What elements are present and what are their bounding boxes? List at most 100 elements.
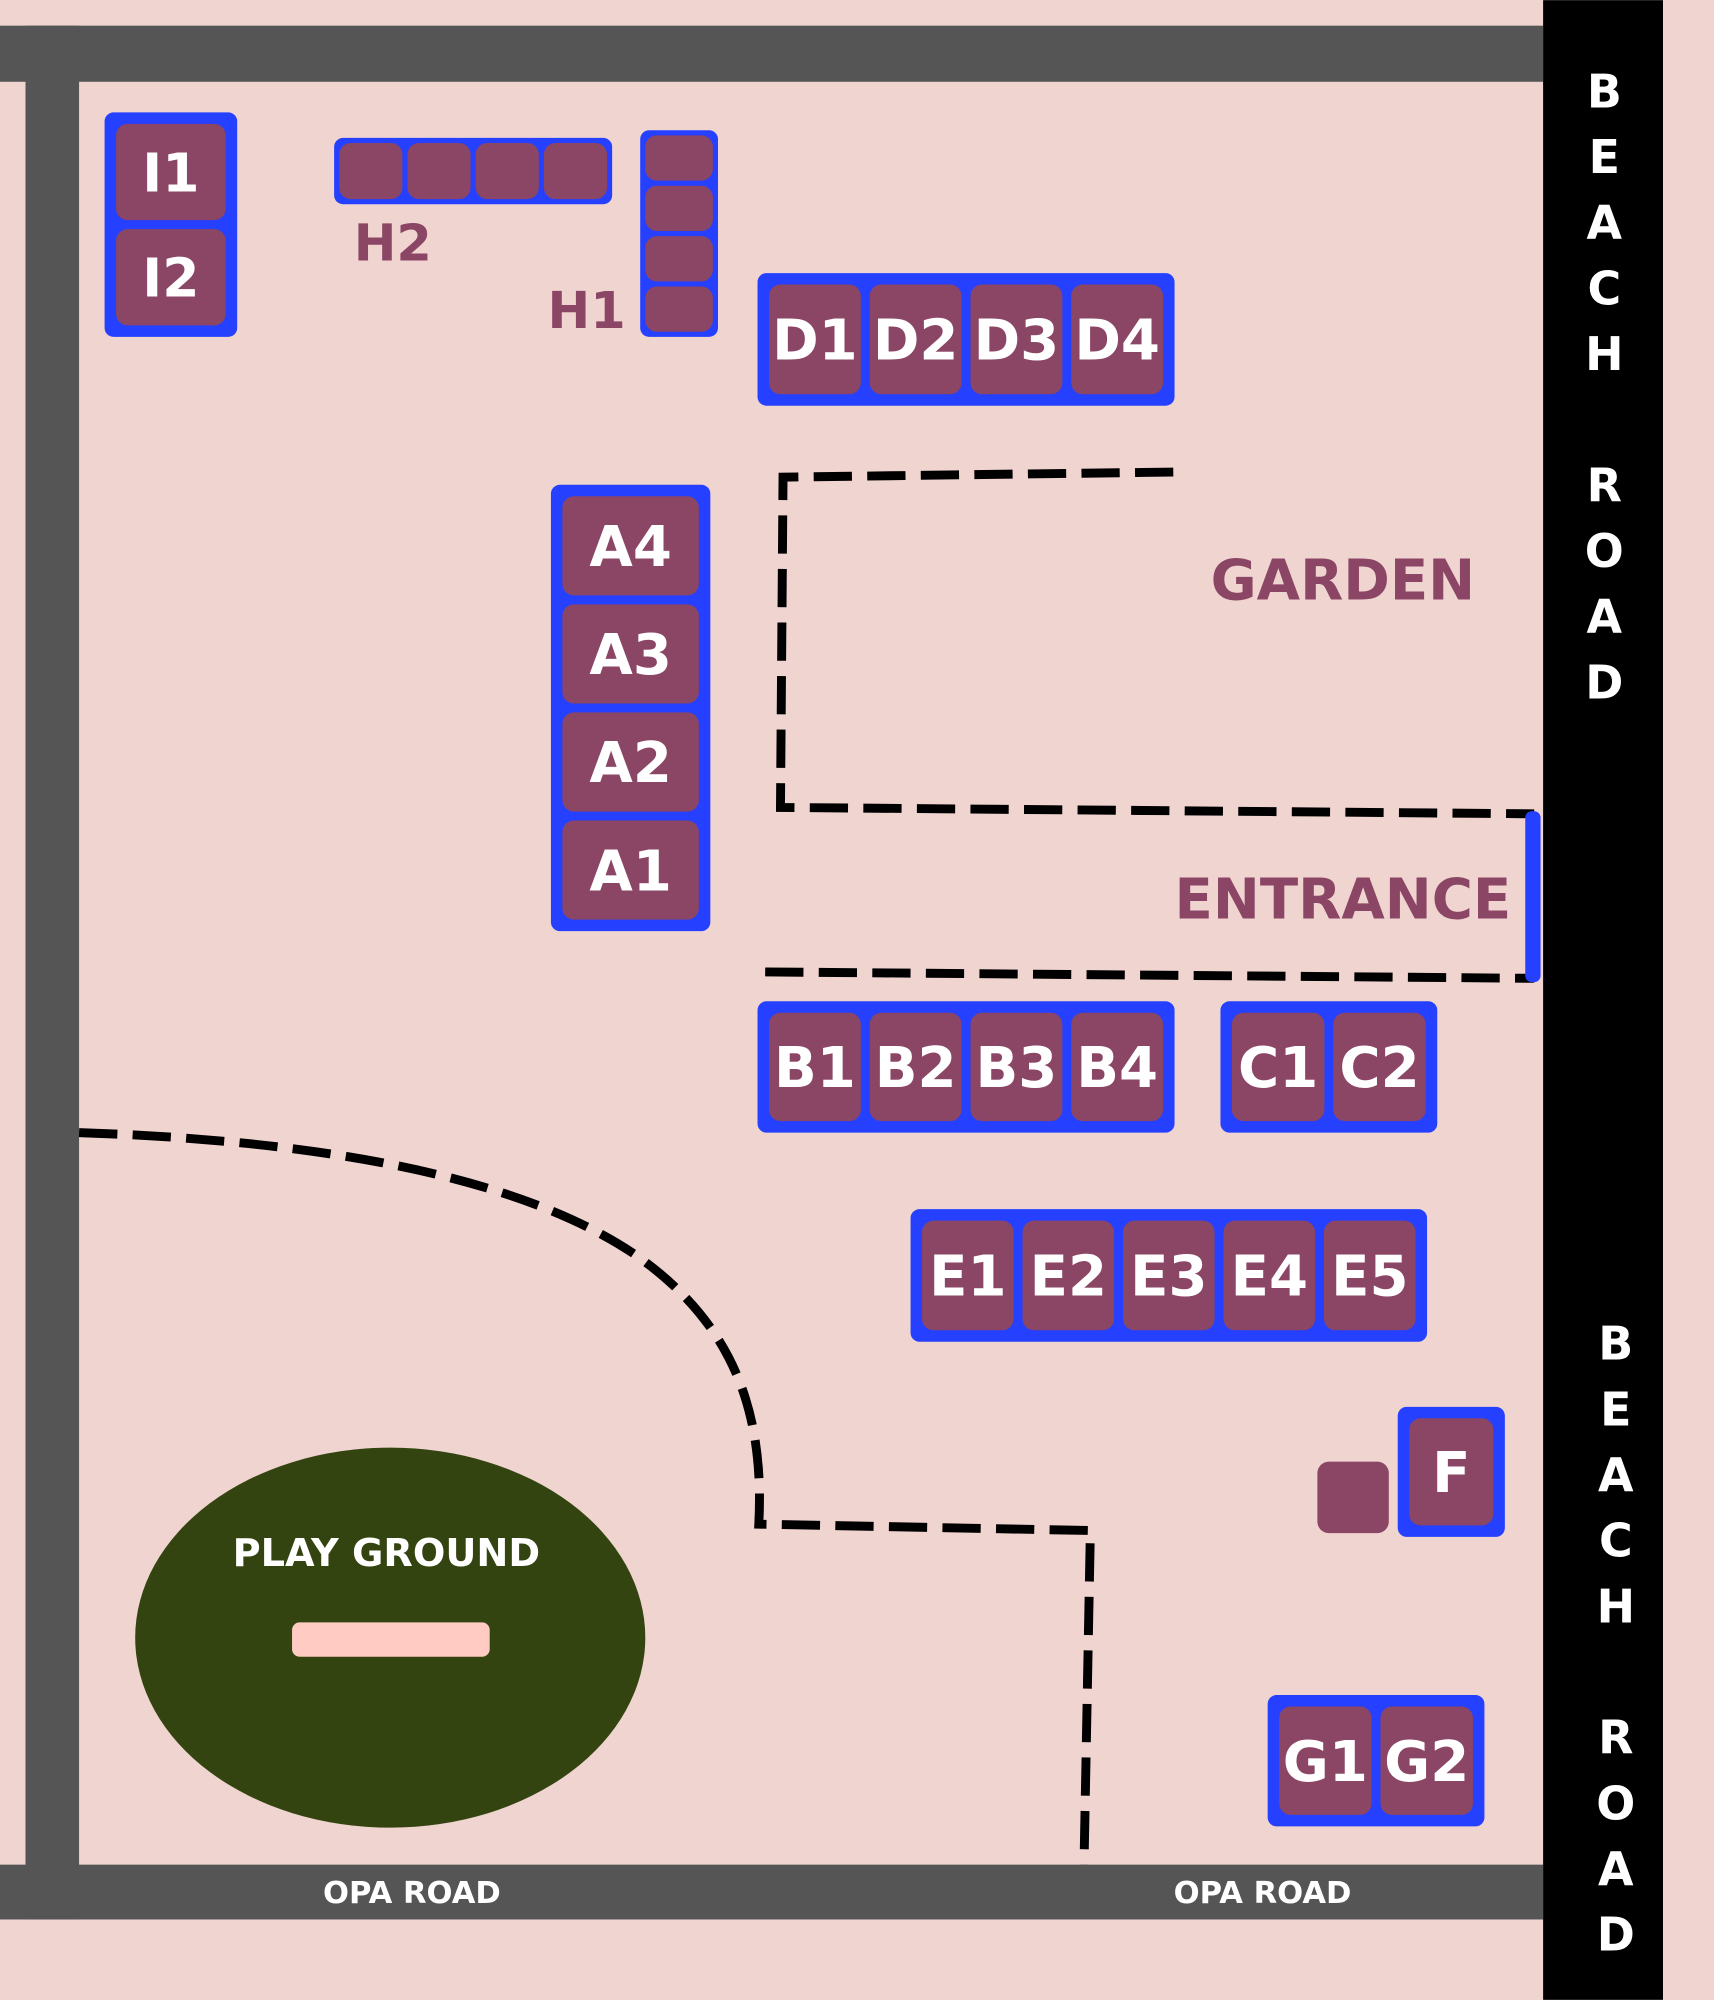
beach-road-letter: B (1587, 64, 1622, 118)
beach-road-letter: E (1589, 130, 1620, 184)
stall-label: B3 (976, 1036, 1058, 1101)
stall-f[interactable] (1409, 1418, 1494, 1526)
stall-label: A1 (589, 839, 671, 904)
stall-label: E3 (1130, 1245, 1207, 1310)
stall[interactable] (645, 135, 713, 181)
beach-road-letter: R (1598, 1711, 1633, 1765)
entrance-label: ENTRANCE (1175, 867, 1512, 932)
stall-e4[interactable] (1223, 1220, 1316, 1331)
stall-label: E1 (929, 1245, 1006, 1310)
stall-label: D1 (772, 309, 858, 374)
beach-road-letter: O (1596, 1776, 1635, 1830)
stall-i1[interactable] (116, 123, 226, 221)
garden-boundary (775, 467, 1535, 819)
stall[interactable] (339, 143, 403, 200)
stall-group-b: B1 B2 B3 B4 (757, 1001, 1175, 1133)
stall-b4[interactable] (1071, 1012, 1164, 1122)
stall-d1[interactable] (769, 284, 861, 395)
stall-label: B2 (875, 1036, 957, 1101)
stall-label: E4 (1231, 1245, 1308, 1310)
stall-label: B4 (1076, 1036, 1158, 1101)
stall-i2[interactable] (116, 229, 226, 326)
beach-road-letter: D (1597, 1908, 1635, 1962)
beach-road (1543, 0, 1663, 2000)
stall-label: I2 (142, 247, 199, 310)
stall[interactable] (645, 286, 713, 332)
stall-group-c: C1 C2 (1220, 1001, 1438, 1133)
stall-e3[interactable] (1123, 1220, 1215, 1331)
playground-bench (292, 1622, 490, 1657)
stall[interactable] (645, 236, 713, 282)
beach-road-letter: A (1598, 1842, 1634, 1896)
stall-label: B1 (774, 1036, 856, 1101)
opa-road (0, 1864, 1544, 1920)
stall-label: D3 (974, 309, 1060, 374)
stall-group-e: E1 E2 E3 E4 E5 (910, 1209, 1428, 1342)
beach-road-letter: A (1587, 196, 1623, 250)
left-road (25, 25, 80, 1920)
stall-label: A4 (589, 515, 671, 580)
beach-road-letter: R (1587, 458, 1622, 512)
top-road (0, 25, 1544, 82)
stall-g1[interactable] (1279, 1706, 1372, 1815)
h2-label: H2 (354, 214, 432, 273)
stall-label: C2 (1339, 1036, 1419, 1101)
stall-a3[interactable] (562, 604, 699, 704)
stall-c2[interactable] (1333, 1012, 1426, 1122)
stall-g2[interactable] (1380, 1706, 1473, 1815)
stall[interactable] (407, 143, 471, 200)
stall-d3[interactable] (970, 284, 1063, 395)
opa-road-label-right: OPA ROAD (1174, 1876, 1352, 1911)
playground-boundary (78, 1128, 1095, 1865)
stall-a1[interactable] (562, 820, 699, 920)
stall-c1[interactable] (1231, 1012, 1325, 1122)
stall-group-f: F (1397, 1406, 1505, 1537)
stall-label: E5 (1331, 1245, 1408, 1310)
stall-e1[interactable] (922, 1220, 1014, 1331)
h1-label: H1 (548, 282, 626, 341)
beach-road-letter: C (1599, 1514, 1633, 1568)
stall-label: G1 (1283, 1730, 1368, 1795)
stall-unlabeled-near-f[interactable] (1317, 1461, 1389, 1534)
stall-a2[interactable] (562, 712, 699, 812)
stall-b3[interactable] (970, 1012, 1063, 1122)
stall-label: D4 (1074, 309, 1160, 374)
stall-label: C1 (1238, 1036, 1318, 1101)
stall-label: I1 (142, 141, 199, 204)
opa-road-label-left: OPA ROAD (323, 1876, 501, 1911)
stall-a4[interactable] (562, 496, 699, 596)
stall-group-h1 (640, 130, 718, 337)
beach-road-letter: O (1585, 524, 1624, 578)
stall-label: D2 (873, 309, 959, 374)
stall-group-border (550, 484, 711, 932)
stall-b1[interactable] (769, 1012, 861, 1122)
playground-label: PLAY GROUND (233, 1531, 541, 1576)
stall-d4[interactable] (1071, 284, 1164, 395)
entrance-lower-boundary (765, 967, 1535, 983)
stall-e5[interactable] (1324, 1220, 1416, 1331)
stall-label: E2 (1030, 1245, 1107, 1310)
stall-group-border (334, 137, 613, 205)
stall-d2[interactable] (869, 284, 962, 395)
beach-road-letter: D (1585, 655, 1623, 709)
stall-e2[interactable] (1022, 1220, 1115, 1331)
beach-road-letter: C (1587, 261, 1621, 315)
stall-label: A2 (589, 731, 671, 796)
beach-road-letter: A (1587, 590, 1623, 644)
stall[interactable] (543, 143, 608, 200)
stall[interactable] (475, 143, 539, 200)
beach-road-letter: H (1585, 327, 1623, 381)
entrance-gate[interactable] (1525, 811, 1541, 983)
stall-b2[interactable] (869, 1012, 962, 1122)
stall-group-border (640, 130, 718, 337)
stall-group-h2 (334, 137, 613, 205)
stall[interactable] (645, 185, 713, 231)
stall-group-border (757, 273, 1175, 406)
